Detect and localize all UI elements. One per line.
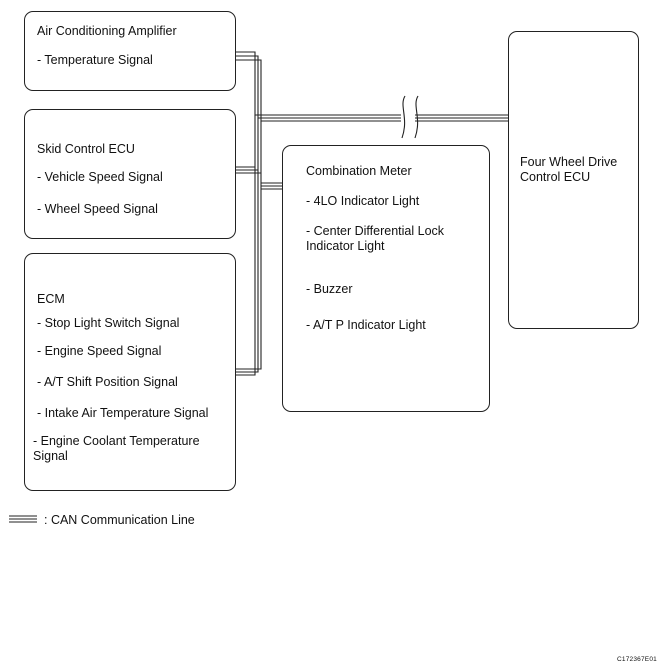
temperature-signal-item: - Temperature Signal [37, 53, 153, 67]
stop-light-switch-signal-item: - Stop Light Switch Signal [37, 316, 180, 330]
skid-control-ecu-box [24, 109, 236, 239]
engine-speed-signal-item: - Engine Speed Signal [37, 344, 162, 358]
intake-air-temperature-signal-item: - Intake Air Temperature Signal [37, 406, 209, 420]
shift-position-signal-item: - A/T Shift Position Signal [37, 375, 178, 389]
figure-code: C172367E01 [617, 656, 657, 663]
can-line-legend-icon [9, 515, 37, 523]
ac-amplifier-box [24, 11, 236, 91]
combination-meter-title: Combination Meter [306, 164, 412, 178]
four-wheel-drive-ecu-box [508, 31, 639, 329]
legend-label: : CAN Communication Line [44, 513, 195, 527]
center-diff-lock-indicator-item: - Center Differential Lock Indicator Lig… [306, 224, 445, 253]
vehicle-speed-signal-item: - Vehicle Speed Signal [37, 170, 163, 184]
at-p-indicator-light-item: - A/T P Indicator Light [306, 318, 426, 332]
wheel-speed-signal-item: - Wheel Speed Signal [37, 202, 158, 216]
engine-coolant-temperature-signal-item: - Engine Coolant Temperature Signal [33, 434, 200, 463]
buzzer-item: - Buzzer [306, 282, 353, 296]
ecm-title: ECM [37, 292, 65, 306]
skid-control-ecu-title: Skid Control ECU [37, 142, 135, 156]
4lo-indicator-light-item: - 4LO Indicator Light [306, 194, 420, 208]
ecm-box [24, 253, 236, 491]
combination-meter-box [282, 145, 490, 412]
four-wheel-drive-ecu-title: Four Wheel Drive Control ECU [520, 155, 618, 184]
ac-amplifier-title: Air Conditioning Amplifier [37, 24, 177, 38]
